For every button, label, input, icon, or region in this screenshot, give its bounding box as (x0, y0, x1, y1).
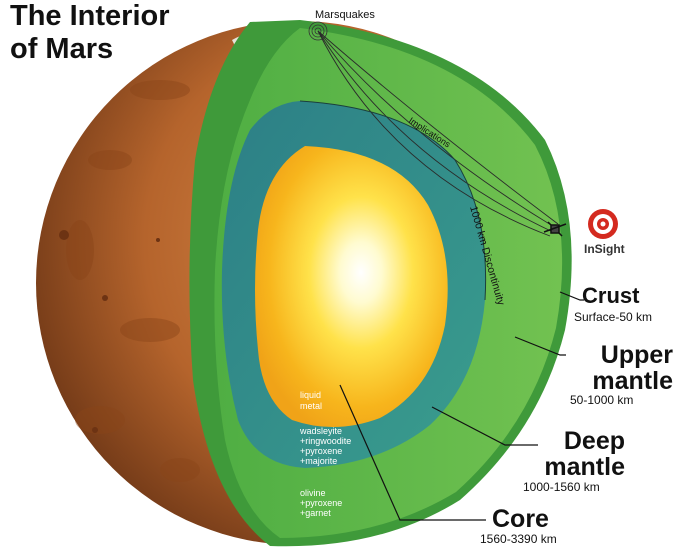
deep-minerals-label: wadsleyite +ringwoodite +pyroxene +major… (299, 426, 351, 466)
core-layer (255, 146, 448, 428)
title-line1: The Interior (10, 0, 170, 32)
deep-mantle-line2: mantle (544, 453, 625, 482)
liquid-metal-line2: metal (300, 401, 322, 411)
diagram-title: The Interior of Mars (10, 0, 170, 66)
leader-lines (339, 291, 584, 521)
deep-mantle-line1: Deep (563, 427, 625, 455)
crust-title: Crust (582, 283, 640, 308)
upper-mantle-title: Upper mantle (568, 342, 673, 395)
deep-mineral: +majorite (300, 456, 337, 466)
deep-mineral: +pyroxene (300, 446, 342, 456)
core-title: Core (492, 505, 549, 533)
liquid-metal-line1: liquid (300, 390, 321, 400)
crust-range: Surface-50 km (574, 310, 653, 324)
insight-lander (543, 221, 567, 237)
upper-mantle-line1: Upper (600, 341, 673, 369)
core-range: 1560-3390 km (480, 532, 557, 546)
discontinuity-line (299, 100, 487, 301)
deep-mantle-title: Deep mantle (520, 428, 625, 481)
liquid-metal-label: liquid metal (300, 390, 322, 411)
upper-mantle-range: 50-1000 km (570, 393, 634, 407)
craters (59, 230, 160, 433)
deep-mantle-range: 1000-1560 km (523, 480, 600, 494)
seismic-rays (317, 30, 559, 237)
surface-features (66, 80, 200, 482)
deep-mineral: +ringwoodite (300, 436, 351, 446)
upper-mineral: +garnet (300, 508, 331, 518)
upper-mineral: olivine (300, 488, 326, 498)
insight-logo-text: InSight (584, 242, 625, 256)
deep-mineral: wadsleyite (299, 426, 342, 436)
marsquakes-label: Marsquakes (315, 9, 375, 21)
upper-mineral: +pyroxene (300, 498, 342, 508)
upper-mantle-line2: mantle (592, 367, 673, 396)
insight-logo (588, 209, 618, 239)
marsquake-source (308, 21, 328, 41)
upper-minerals-label: olivine +pyroxene +garnet (300, 488, 342, 518)
title-line2: of Mars (10, 33, 114, 65)
